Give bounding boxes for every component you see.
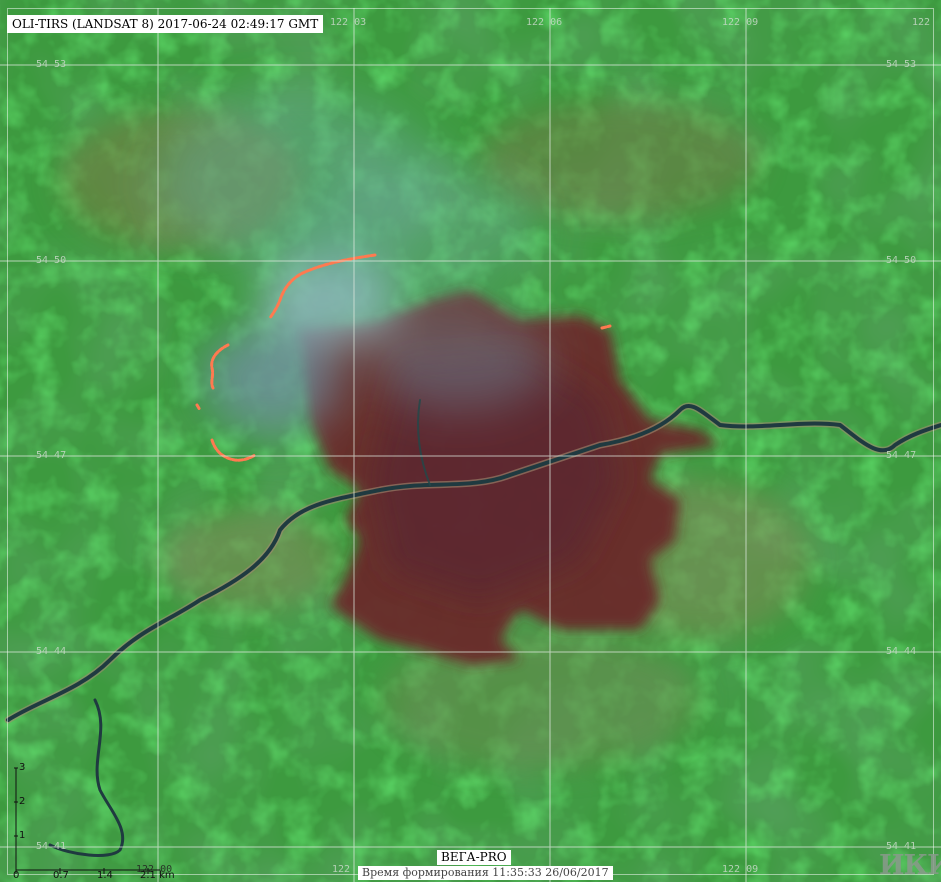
river	[4, 399, 941, 857]
scale-x-tick-07: 0.7	[53, 870, 69, 881]
scale-x-tick-21: 2.1 km	[140, 870, 175, 881]
lat-label-left-5: 54 41	[36, 841, 67, 852]
scale-y-tick-2: 2	[19, 796, 26, 807]
generation-timestamp: Время формирования 11:35:33 26/06/2017	[358, 866, 613, 880]
image-title: OLI-TIRS (LANDSAT 8) 2017-06-24 02:49:17…	[7, 15, 324, 33]
lat-label-left-1: 54 53	[36, 59, 67, 70]
lon-label-bottom-2: 122	[332, 864, 351, 875]
lat-label-right-3: 54 47	[886, 450, 917, 461]
iki-logo: ИКИ	[879, 850, 941, 881]
lon-label-top-1: 122 03	[330, 17, 367, 28]
scale-x-tick-0: 0	[13, 870, 20, 881]
lon-label-bottom-1: 122 00	[136, 864, 173, 875]
lat-label-left-4: 54 44	[36, 646, 67, 657]
fire-front	[195, 253, 612, 462]
scale-bar	[14, 767, 160, 874]
lat-label-left-2: 54 50	[36, 255, 67, 266]
lon-label-top-3: 122 09	[722, 17, 759, 28]
lon-label-top-2: 122 06	[526, 17, 563, 28]
lat-label-right-2: 54 50	[886, 255, 917, 266]
lat-label-right-1: 54 53	[886, 59, 917, 70]
scale-y-tick-3: 3	[19, 762, 26, 773]
lat-label-right-5: 54 41	[886, 841, 917, 852]
lat-label-right-4: 54 44	[886, 646, 917, 657]
lon-label-top-4: 122	[912, 17, 931, 28]
scale-y-tick-1: 1	[19, 830, 26, 841]
smoke-plume	[160, 90, 550, 435]
graticule	[0, 8, 941, 882]
brand-label: ВЕГА-PRO	[437, 850, 511, 865]
lat-label-left-3: 54 47	[36, 450, 67, 461]
lon-label-bottom-3: 122 09	[722, 864, 759, 875]
scale-x-tick-14: 1.4	[97, 870, 113, 881]
